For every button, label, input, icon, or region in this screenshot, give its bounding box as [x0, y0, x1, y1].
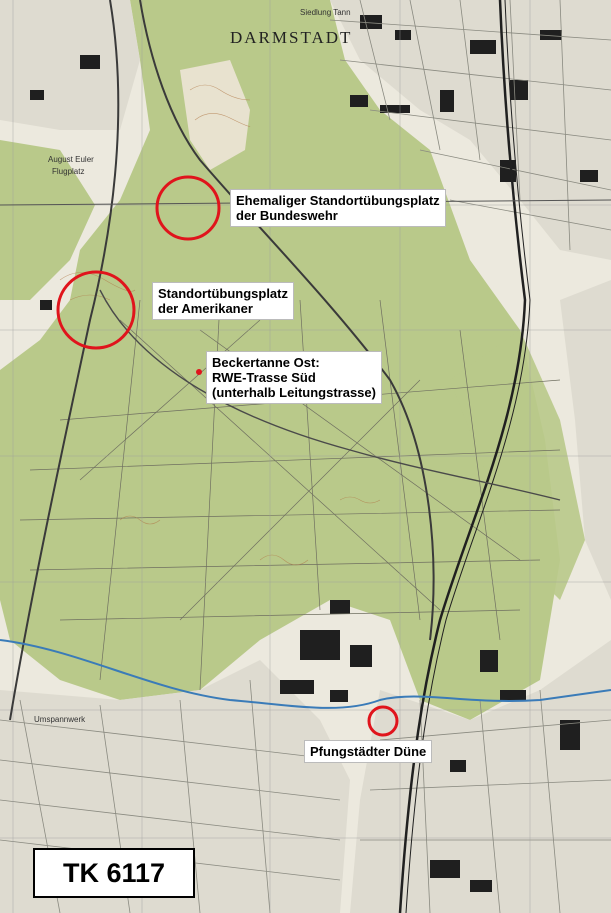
railway-lines — [398, 0, 531, 913]
clearing-north — [180, 60, 250, 170]
contour-lines — [59, 84, 381, 566]
annotation-line: Beckertanne Ost: — [212, 355, 320, 370]
river — [0, 639, 611, 709]
roads — [0, 0, 611, 721]
umspannwerk-label: Umspannwerk — [34, 715, 86, 724]
beckertanne-marker — [196, 369, 202, 375]
amerikaner-annotation: Standortübungsplatz der Amerikaner — [152, 282, 294, 320]
city-label: DARMSTADT — [230, 28, 353, 47]
bundeswehr-circle — [155, 175, 221, 241]
bundeswehr-annotation: Ehemaliger Standortübungsplatz der Bunde… — [230, 189, 446, 227]
august-euler-label: August Euler — [48, 155, 94, 164]
annotation-line: Standortübungsplatz — [158, 286, 288, 301]
duene-circle — [367, 705, 399, 737]
annotation-line: der Bundeswehr — [236, 208, 338, 223]
sheet-number-label: TK 6117 — [33, 848, 195, 898]
annotation-line: der Amerikaner — [158, 301, 253, 316]
annotation-line: Pfungstädter Düne — [310, 744, 427, 759]
amerikaner-circle — [56, 270, 136, 350]
annotation-line: RWE-Trasse Süd — [212, 370, 316, 385]
buildings — [30, 15, 598, 892]
annotation-line: (unterhalb Leitungstrasse) — [212, 385, 376, 400]
duene-annotation: Pfungstädter Düne — [304, 740, 433, 763]
annotation-line: Ehemaliger Standortübungsplatz — [236, 193, 440, 208]
siedlung-tann-label: Siedlung Tann — [300, 8, 351, 17]
beckertanne-annotation: Beckertanne Ost: RWE-Trasse Süd (unterha… — [206, 351, 382, 404]
flugplatz-label: Flugplatz — [52, 167, 85, 176]
